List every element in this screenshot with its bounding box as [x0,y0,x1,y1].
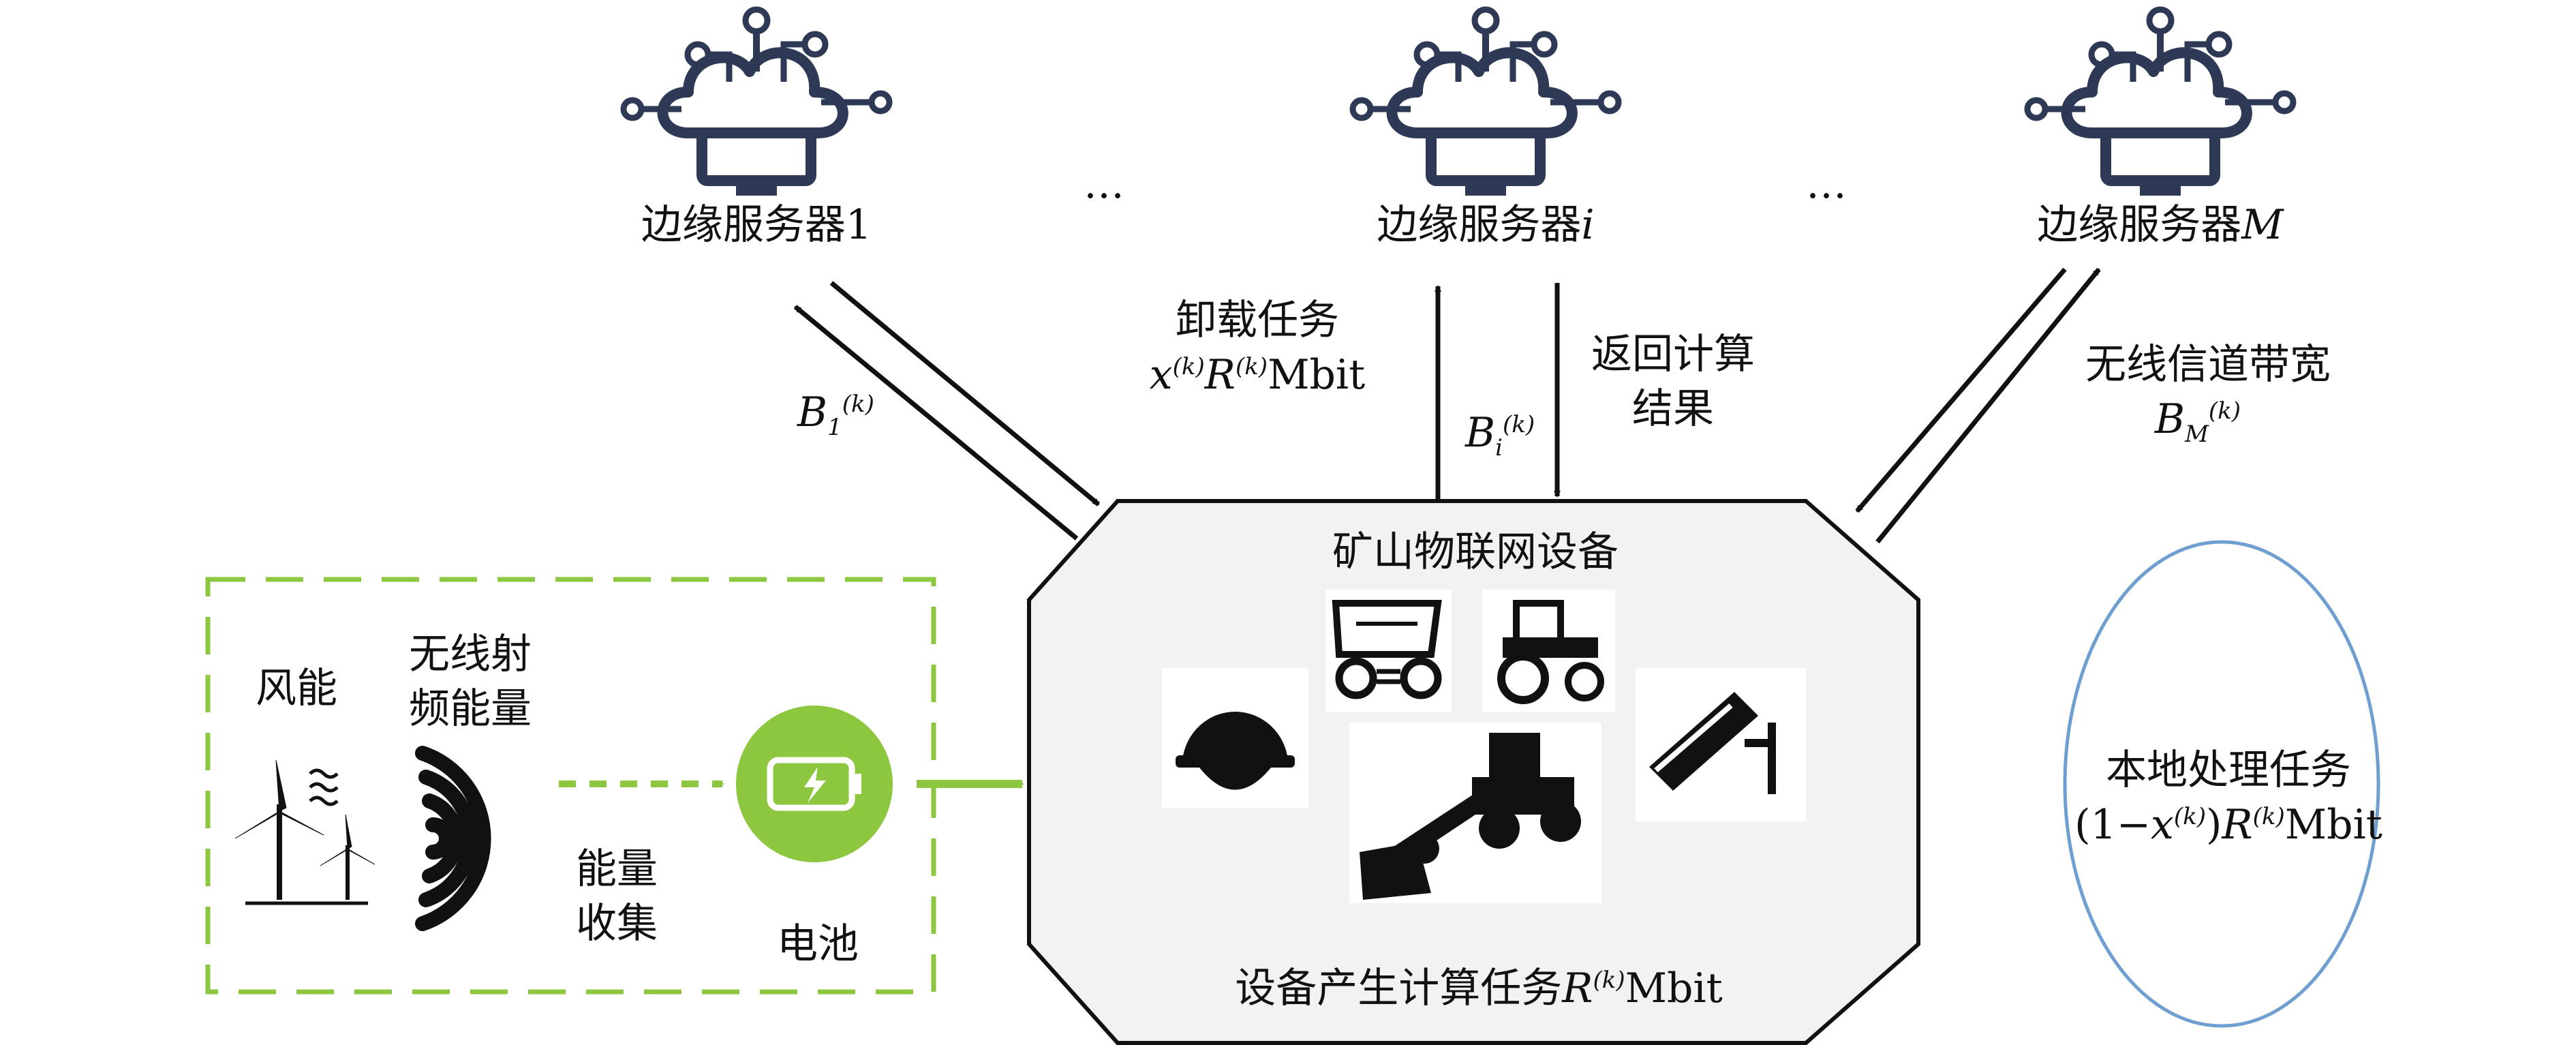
ellipsis-2: … [1806,160,1847,208]
battery-icon [736,706,893,862]
ellipsis-1: … [1084,160,1124,208]
server-1-cloud-icon [624,10,889,191]
harvest-label-line2: 收集 [576,900,658,948]
local-title: 本地处理任务 [2106,746,2351,794]
helmet-icon [1162,668,1308,808]
server-M-label: 边缘服务器M [2037,201,2284,249]
rf-signal-icon [415,746,491,931]
server-1-label: 边缘服务器1 [641,201,872,249]
bandwidth-1-label: B1(k) [797,389,874,441]
device-task: 设备产生计算任务R(k)Mbit [1235,965,1723,1012]
battery-label: 电池 [777,920,859,968]
local-formula: (1−x(k))R(k)Mbit [2074,801,2382,849]
rf-label-line2: 频能量 [409,685,532,733]
grader-icon [1349,723,1601,903]
bandwidth-i-label: Bi(k) [1465,409,1535,461]
truck-icon [1325,590,1452,712]
device-title: 矿山物联网设备 [1332,528,1619,576]
uplink-arrow-M [1875,267,2101,544]
server-i-label: 边缘服务器i [1377,201,1595,249]
harvest-label-line1: 能量 [576,845,658,893]
offload-formula: x(k)R(k)Mbit [1149,351,1366,399]
camera-icon [1636,668,1806,821]
return-line1: 返回计算 [1591,331,1755,378]
wind-turbine-icon [234,759,375,905]
local-processing-ellipse [2063,540,2380,1028]
tractor-icon [1482,590,1615,712]
offload-title: 卸载任务 [1176,297,1339,344]
uplink-arrow-1 [793,305,1079,541]
server-M-cloud-icon [2027,10,2293,191]
bandwidth-title: 无线信道带宽 [2085,341,2331,389]
server-i-cloud-icon [1353,10,1619,191]
return-line2: 结果 [1632,385,1714,433]
downlink-arrow-M [1855,267,2067,513]
rf-label-line1: 无线射 [409,631,532,678]
wind-label: 风能 [256,665,337,712]
bandwidth-M-label: BM(k) [2154,395,2241,448]
downlink-arrow-1 [829,281,1101,506]
